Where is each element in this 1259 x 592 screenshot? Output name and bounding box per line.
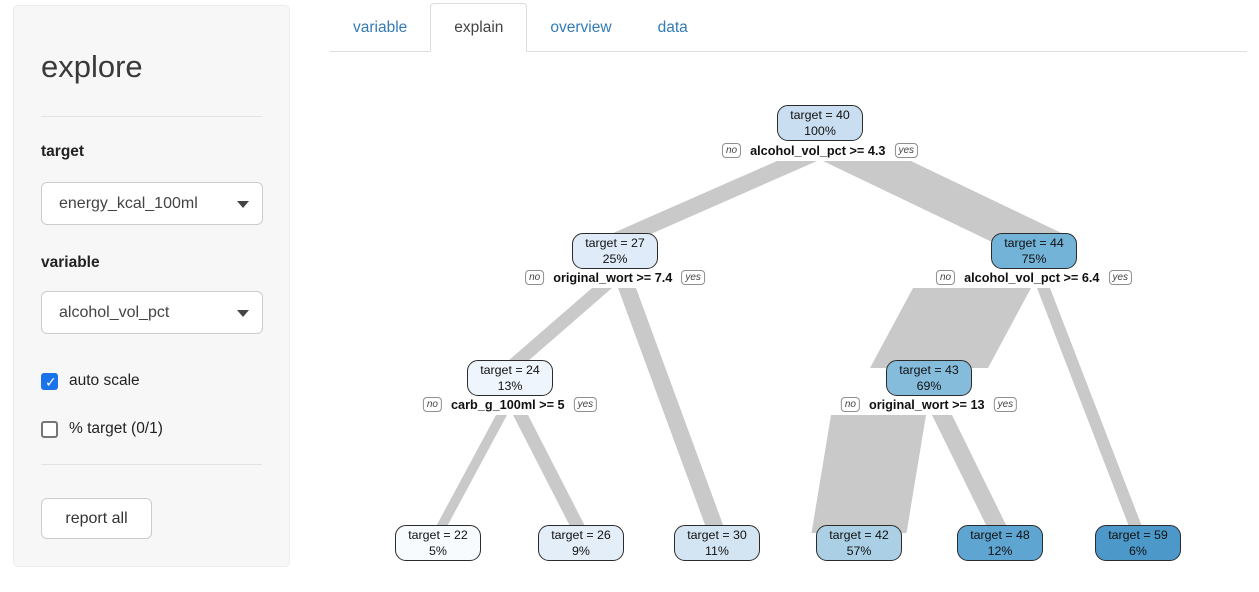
pct-target-label: % target (0/1) <box>69 420 163 437</box>
node-target-value: target = 42 <box>829 527 889 542</box>
split-condition: carb_g_100ml >= 5 <box>451 397 565 412</box>
no-branch-tag: no <box>935 270 956 285</box>
node-percent: 57% <box>846 544 872 558</box>
split-condition: original_wort >= 7.4 <box>553 270 673 285</box>
tree-node: target = 27 25% <box>572 233 658 269</box>
no-branch-tag: no <box>721 143 742 158</box>
tab-overview[interactable]: overview <box>550 19 612 36</box>
divider <box>41 464 262 465</box>
node-percent: 11% <box>705 544 729 558</box>
dropdown-caret-icon <box>237 309 249 317</box>
split-condition: original_wort >= 13 <box>868 397 985 412</box>
tree-node: target = 43 69% <box>886 360 972 396</box>
auto-scale-row: auto scale <box>41 372 262 391</box>
report-all-button[interactable]: report all <box>41 498 152 539</box>
tree-node: target = 22 5% <box>395 525 481 561</box>
tree-edge <box>595 161 817 241</box>
variable-label: variable <box>41 254 100 271</box>
tree-node: target = 30 11% <box>674 525 760 561</box>
node-percent: 6% <box>1129 544 1147 558</box>
variable-select-value: alcohol_vol_pct <box>59 303 170 321</box>
pct-target-checkbox[interactable] <box>41 420 58 438</box>
split-rule: no carb_g_100ml >= 5 yes <box>422 397 598 412</box>
node-target-value: target = 26 <box>551 527 611 542</box>
target-select-value: energy_kcal_100ml <box>59 194 198 212</box>
tree-edge <box>513 415 589 533</box>
tab-bar: variable explain overview data <box>330 3 1247 52</box>
node-target-value: target = 43 <box>899 362 959 377</box>
node-percent: 5% <box>429 544 447 558</box>
tab-explain[interactable]: explain <box>430 3 528 52</box>
no-branch-tag: no <box>525 270 545 285</box>
tree-edge <box>870 288 1031 368</box>
variable-select[interactable]: alcohol_vol_pct <box>41 291 263 334</box>
tree-node: target = 24 13% <box>467 360 553 396</box>
tree-node: target = 48 12% <box>957 525 1043 561</box>
tree-edge <box>618 288 726 533</box>
tree-edge <box>823 161 1078 241</box>
tab-data[interactable]: data <box>657 19 688 36</box>
tree-node: target = 44 75% <box>991 233 1077 269</box>
dropdown-caret-icon <box>237 200 249 208</box>
auto-scale-checkbox[interactable] <box>41 372 58 391</box>
tab-variable[interactable]: variable <box>353 19 408 36</box>
node-target-value: target = 44 <box>1004 235 1064 250</box>
node-percent: 69% <box>916 379 942 393</box>
node-target-value: target = 24 <box>480 362 540 377</box>
page-title: explore <box>41 49 143 84</box>
sidebar: explore target energy_kcal_100ml variabl… <box>13 5 290 567</box>
tree-node: target = 40 100% <box>777 105 863 141</box>
node-percent: 100% <box>804 124 836 138</box>
divider <box>41 116 262 117</box>
node-target-value: target = 30 <box>687 527 747 542</box>
node-percent: 75% <box>1021 252 1047 266</box>
tree-edge <box>932 415 1010 533</box>
node-percent: 12% <box>987 544 1013 558</box>
no-branch-tag: no <box>840 397 860 412</box>
split-condition: alcohol_vol_pct >= 6.4 <box>964 270 1100 285</box>
tree-edge <box>1037 288 1145 533</box>
node-target-value: target = 22 <box>408 527 468 542</box>
node-target-value: target = 27 <box>585 235 645 250</box>
split-rule: no original_wort >= 13 yes <box>840 397 1018 412</box>
split-rule: no original_wort >= 7.4 yes <box>525 270 705 285</box>
no-branch-tag: no <box>422 397 442 412</box>
tree-node: target = 59 6% <box>1095 525 1181 561</box>
pct-target-row: % target (0/1) <box>41 420 262 438</box>
tree-edge <box>432 415 507 533</box>
node-target-value: target = 59 <box>1108 527 1168 542</box>
split-rule: no alcohol_vol_pct >= 4.3 yes <box>721 143 919 158</box>
target-select[interactable]: energy_kcal_100ml <box>41 182 263 225</box>
node-target-value: target = 48 <box>970 527 1030 542</box>
yes-branch-tag: yes <box>894 143 919 158</box>
yes-branch-tag: yes <box>573 397 598 412</box>
target-label: target <box>41 143 85 160</box>
node-percent: 13% <box>497 379 523 393</box>
tree-edge <box>500 288 612 368</box>
auto-scale-label: auto scale <box>69 372 140 389</box>
yes-branch-tag: yes <box>993 397 1018 412</box>
split-condition: alcohol_vol_pct >= 4.3 <box>750 143 886 158</box>
yes-branch-tag: yes <box>1108 270 1133 285</box>
yes-branch-tag: yes <box>681 270 705 285</box>
node-percent: 25% <box>602 252 628 266</box>
tree-node: target = 42 57% <box>816 525 902 561</box>
tree-node: target = 26 9% <box>538 525 624 561</box>
tree-edge <box>811 415 926 533</box>
node-target-value: target = 40 <box>790 107 850 122</box>
split-rule: no alcohol_vol_pct >= 6.4 yes <box>935 270 1133 285</box>
node-percent: 9% <box>572 544 590 558</box>
